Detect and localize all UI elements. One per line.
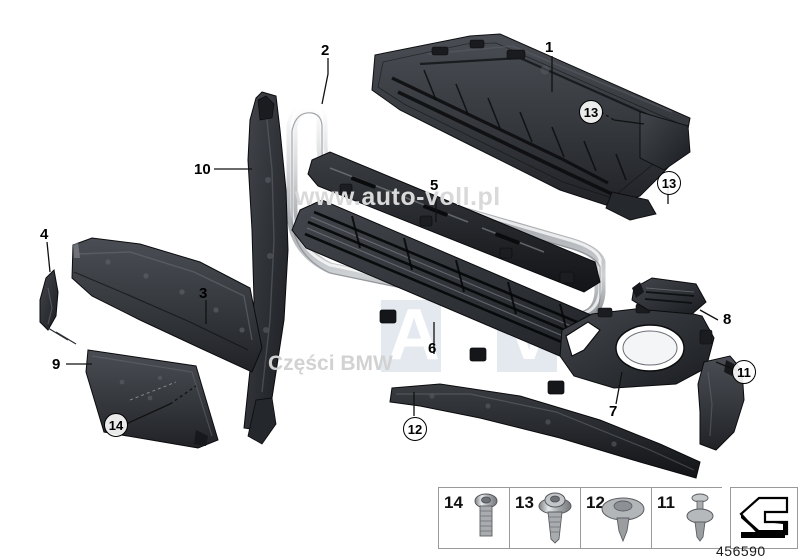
callout-8: 8 [723,311,732,328]
legend-item-13: 13 [509,487,580,549]
legend-item-11: 11 [651,487,722,549]
fastener-legend: 14 13 [438,487,798,549]
diagram-part-number: 456590 [716,543,766,559]
callout-2: 2 [321,42,330,59]
part-lower-trim-panel [71,237,263,373]
legend-number-11: 11 [657,493,675,512]
clip-wide-head-icon [601,497,645,543]
callout-14-circle: 14 [104,413,128,437]
legend-number-14: 14 [444,493,463,512]
rivet-expanding-icon [686,493,714,542]
part-chrome-trim-loop [286,102,606,324]
part-fog-lamp-surround [559,303,715,389]
part-license-plate-base [85,349,219,449]
part-grille-support-upper [307,151,601,293]
part-air-duct-upper [371,33,691,221]
part-side-bracket [243,91,289,445]
callout-4: 4 [40,226,49,243]
callout-6: 6 [428,340,437,357]
part-lower-spoiler [389,383,701,479]
callout-7: 7 [609,403,618,420]
screw-button-head-icon [474,493,498,537]
direction-arrow-cell [730,487,798,549]
legend-number-13: 13 [515,493,534,512]
legend-item-12: 12 [580,487,651,549]
callout-13-circle-lower: 13 [657,171,681,195]
screw-flanged-icon [538,492,572,544]
legend-number-12: 12 [586,493,605,512]
part-end-cap-left [39,268,77,345]
callout-1: 1 [545,39,554,56]
callout-11-circle: 11 [732,360,756,384]
callout-5: 5 [430,177,439,194]
callout-3: 3 [199,285,208,302]
part-corner-end-piece [697,355,745,451]
part-small-vent-grille [631,277,707,315]
legend-item-14: 14 [438,487,509,549]
callout-13-circle-upper: 13 [579,100,603,124]
callout-10: 10 [194,161,211,178]
callout-9: 9 [52,356,61,373]
callout-12-circle: 12 [403,417,427,441]
forward-direction-arrow-icon [739,496,789,538]
